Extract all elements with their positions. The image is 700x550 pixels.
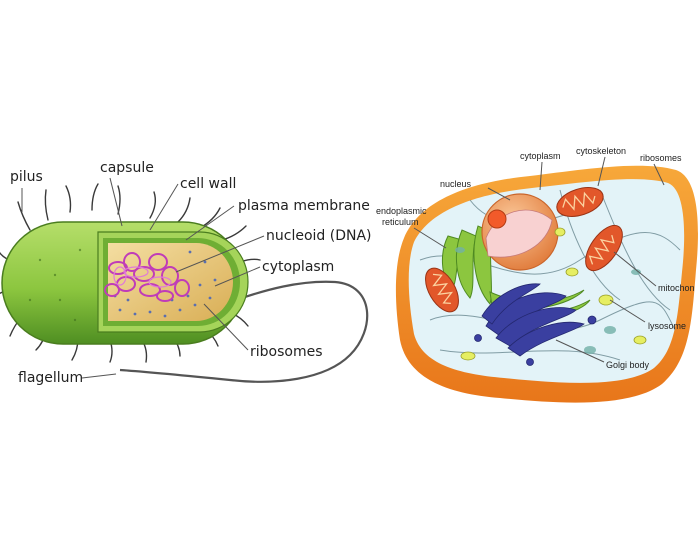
label-cytoskeleton: cytoskeleton xyxy=(576,146,627,156)
label-cytoplasm-euk: cytoplasm xyxy=(520,151,561,161)
label-ribosomes-euk: ribosomes xyxy=(640,153,682,163)
label-flagellum: flagellum xyxy=(18,370,84,386)
label-cell-wall: cell wall xyxy=(180,176,237,192)
label-golgi-body: Golgi body xyxy=(606,360,650,370)
label-plasma-membrane: plasma membrane xyxy=(238,198,370,214)
label-pilus: pilus xyxy=(10,169,43,185)
label-mitochondria: mitochon xyxy=(658,283,695,293)
nucleolus-shape xyxy=(487,209,507,229)
eukaryote-leader-lines xyxy=(413,156,665,363)
label-nucleus: nucleus xyxy=(440,179,472,189)
label-lysosome: lysosome xyxy=(648,321,687,331)
lysosomes-vesicles xyxy=(460,227,647,361)
label-reticulum: reticulum xyxy=(382,217,419,227)
label-ribosomes-prok: ribosomes xyxy=(250,344,323,360)
label-cytoplasm-prok: cytoplasm xyxy=(262,259,335,275)
label-nucleoid-dna: nucleoid (DNA) xyxy=(266,228,372,244)
golgi-body-shape xyxy=(474,283,597,366)
prokaryote-cell xyxy=(0,177,369,383)
flagellum xyxy=(119,280,369,383)
prokaryote-leader-lines xyxy=(21,177,265,379)
eukaryote-cell xyxy=(395,156,698,403)
label-capsule: capsule xyxy=(100,160,154,176)
mitochondria xyxy=(425,187,623,313)
nucleoid-dna xyxy=(104,252,190,302)
label-endoplasmic: endoplasmic xyxy=(376,206,427,216)
nucleus-shape xyxy=(481,193,559,271)
